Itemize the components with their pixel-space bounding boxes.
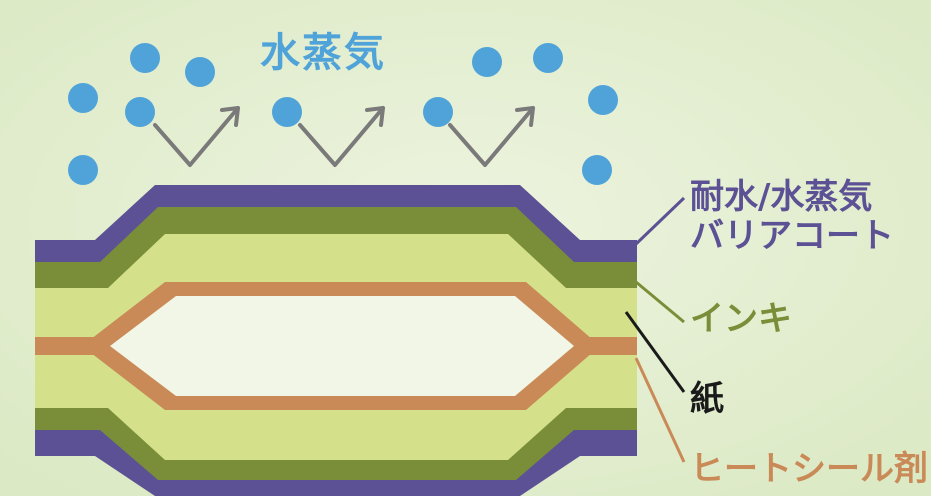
leader-line-ink	[635, 280, 685, 324]
arrow-head-1	[220, 106, 240, 127]
vapor-dot	[130, 43, 160, 73]
vapor-dot	[125, 97, 155, 127]
leader-line-heat-seal	[634, 357, 686, 463]
leader-line-coat	[634, 196, 686, 246]
vapor-dot	[423, 97, 453, 127]
barrier-coat-label-line1: 耐水/水蒸気	[690, 177, 873, 217]
vapor-dot	[533, 43, 563, 73]
arrow-3	[448, 106, 535, 167]
arrow-head-3	[515, 106, 535, 127]
water-vapor-title: 水蒸気	[260, 30, 386, 76]
vapor-dot	[272, 97, 302, 127]
ink-label: インキ	[690, 299, 792, 339]
vapor-dot	[68, 155, 98, 185]
reflection-arrows	[153, 106, 535, 167]
barrier-coat-label: 耐水/水蒸気 バリアコート	[690, 177, 894, 257]
vapor-droplets	[68, 43, 618, 185]
vapor-dot	[588, 85, 618, 115]
arrow-2	[298, 106, 385, 167]
barrier-coat-label-line2: バリアコート	[690, 216, 894, 257]
vapor-dot	[582, 155, 612, 185]
arrow-head-2	[365, 106, 385, 127]
paper-label: 紙	[690, 379, 724, 419]
heat-seal-label: ヒートシール剤	[690, 449, 928, 489]
inner-cavity	[110, 296, 574, 396]
leader-line-paper	[624, 311, 686, 393]
vapor-dot	[472, 47, 502, 77]
vapor-dot	[185, 57, 215, 87]
vapor-dot	[68, 83, 98, 113]
arrow-1	[153, 106, 240, 167]
